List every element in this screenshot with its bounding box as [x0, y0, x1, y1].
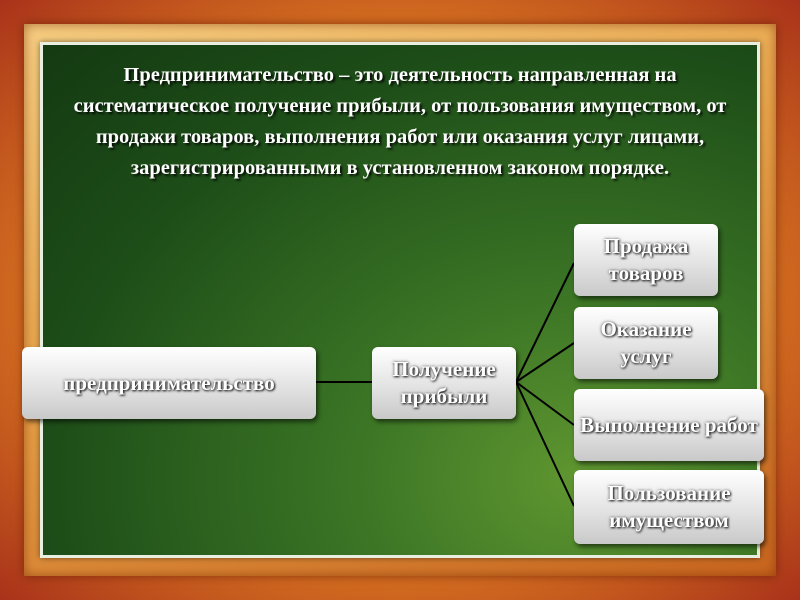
node-middle: Получение прибыли [372, 347, 516, 419]
node-root: предпринимательство [22, 347, 316, 419]
node-leaf-2: Оказание услуг [574, 307, 718, 379]
connector-middle-leaf-3 [515, 381, 575, 426]
node-leaf-1-label: Продажа товаров [603, 234, 689, 285]
node-leaf-4: Пользование имуществом [574, 470, 764, 544]
node-leaf-4-label: Пользование имуществом [607, 481, 731, 532]
node-leaf-3-label: Выполнение работ [580, 412, 758, 437]
node-leaf-2-label: Оказание услуг [600, 317, 692, 368]
node-leaf-3: Выполнение работ [574, 389, 764, 461]
connector-middle-leaf-4 [515, 381, 575, 507]
node-root-label: предпринимательство [63, 370, 275, 395]
node-middle-label: Получение прибыли [392, 357, 496, 408]
node-leaf-1: Продажа товаров [574, 224, 718, 296]
connector-middle-leaf-1 [515, 262, 575, 383]
definition-text: Предпринимательство – это деятельность н… [73, 64, 727, 179]
connector-middle-leaf-2 [515, 342, 575, 383]
